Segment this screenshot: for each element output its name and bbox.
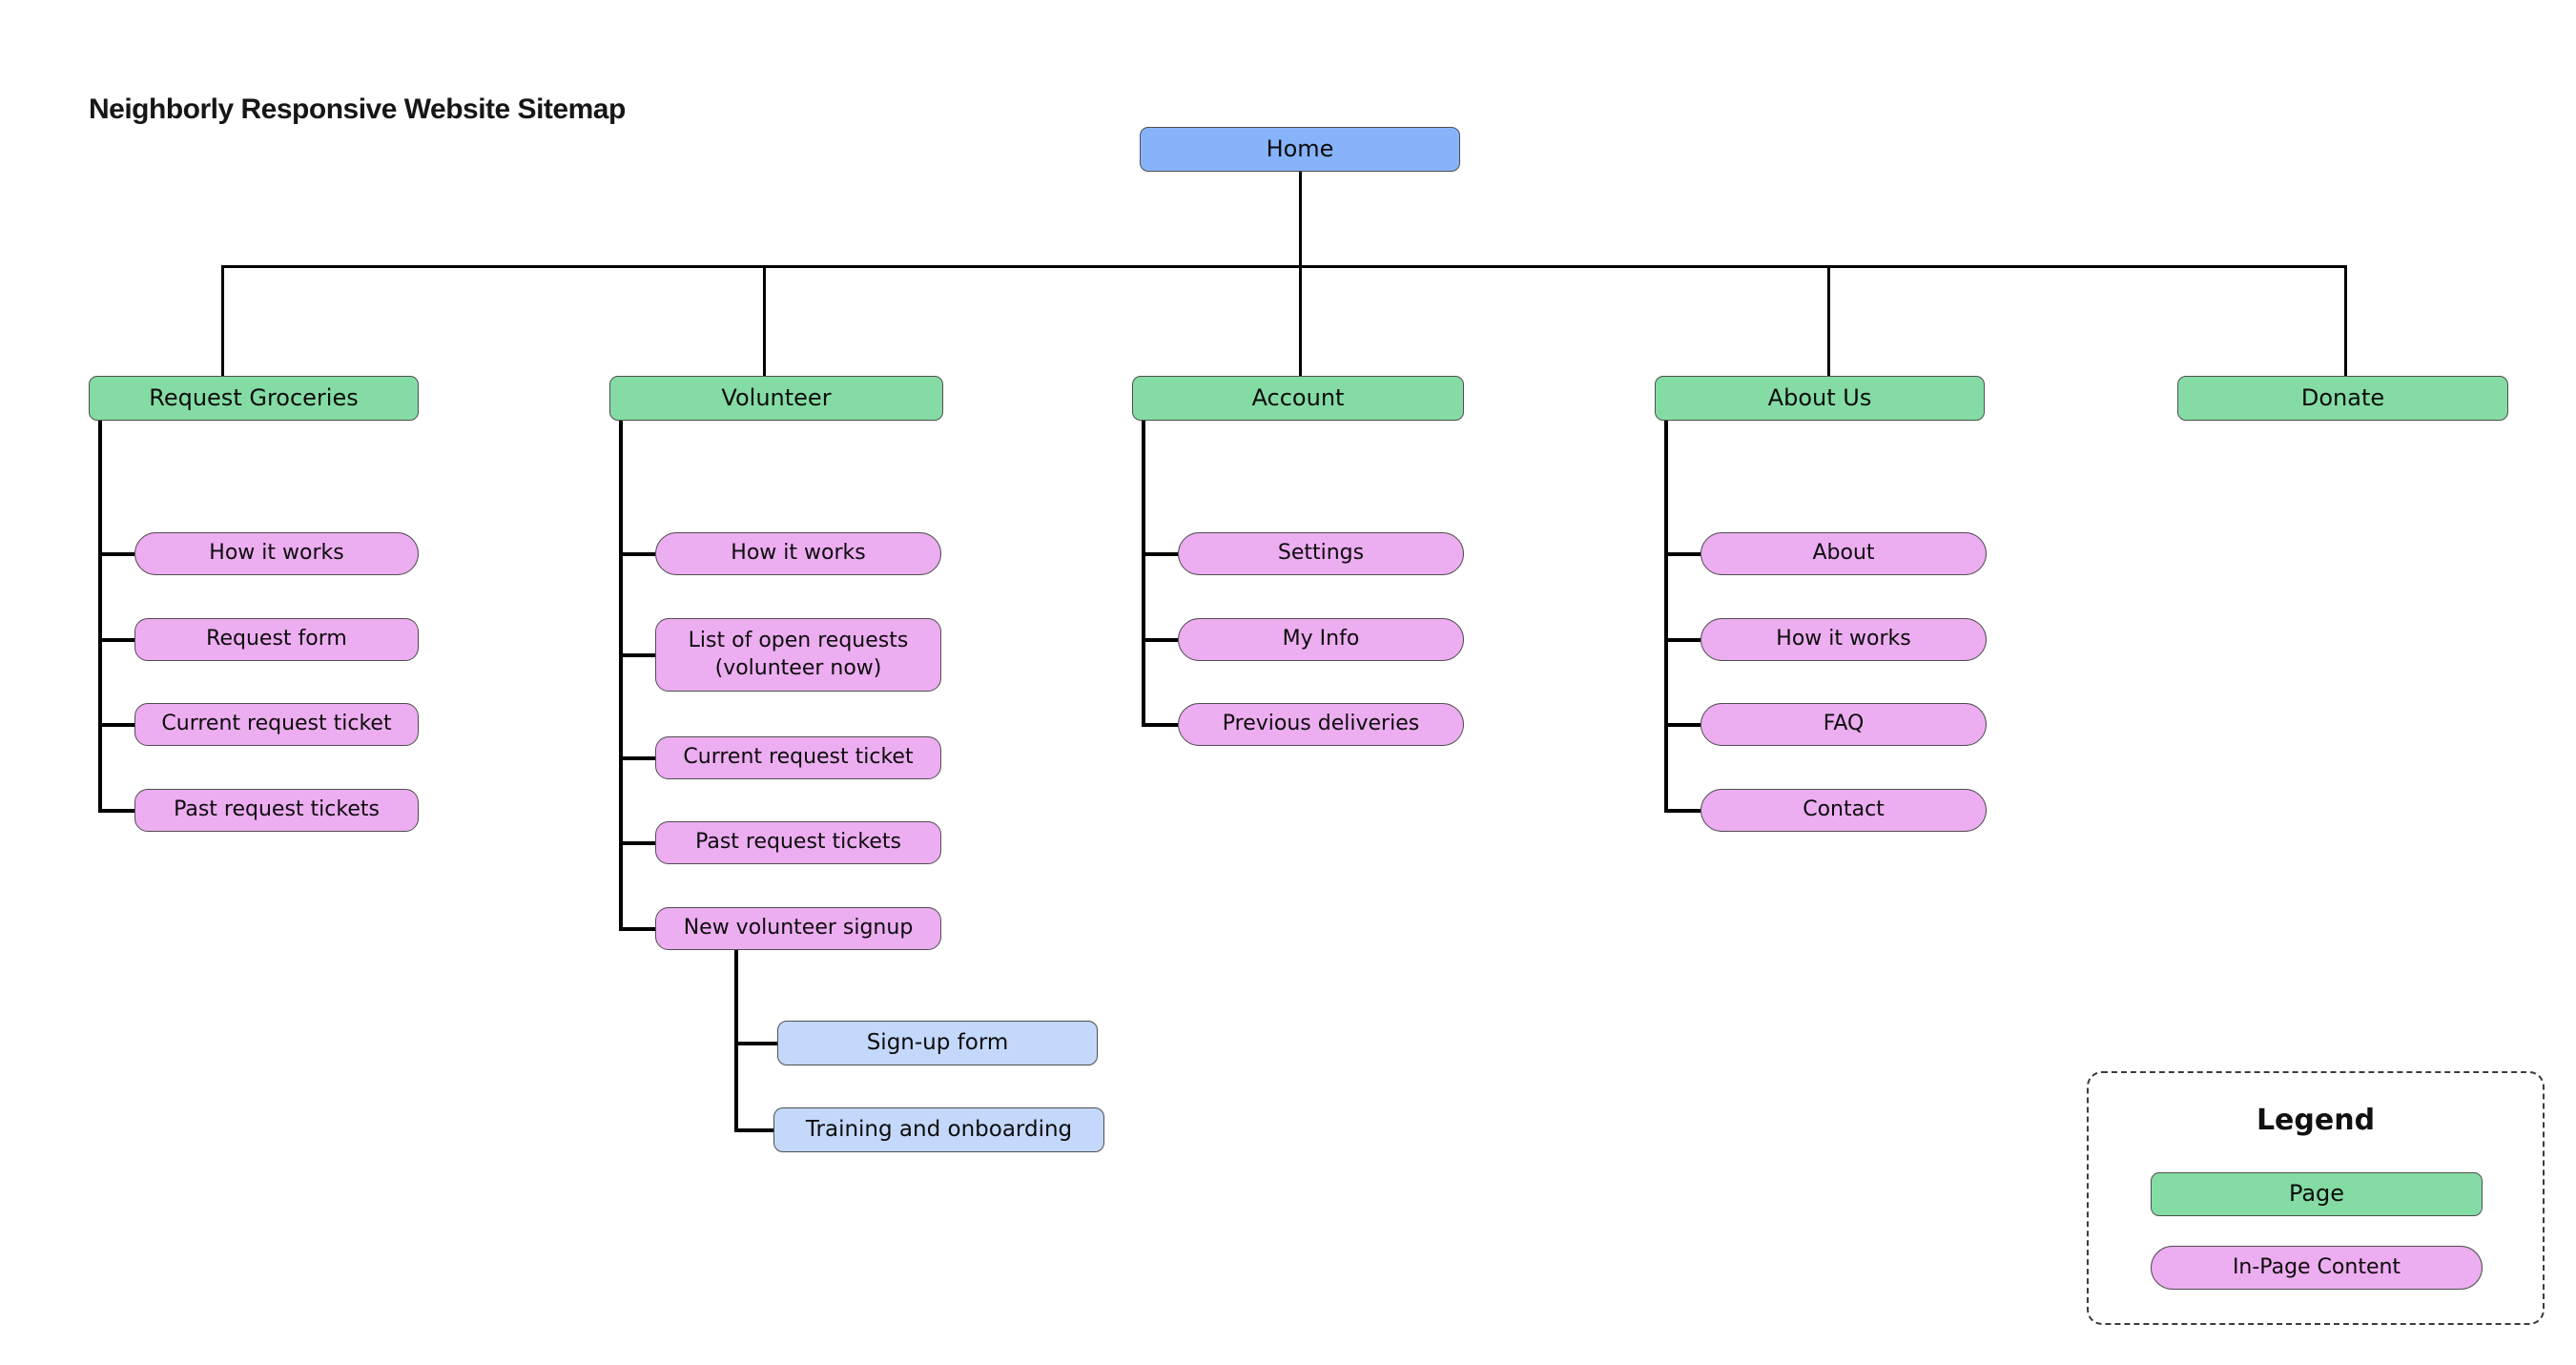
page-node-account[interactable]: Account xyxy=(1132,376,1464,421)
content-node-how-it-works[interactable]: How it works xyxy=(1700,618,1987,661)
content-node-list-of-open-requests-volunteer-now[interactable]: List of open requests (volunteer now) xyxy=(655,618,941,692)
connector-line xyxy=(1664,808,1700,813)
content-node-current-request-ticket-label: Current request ticket xyxy=(683,745,914,770)
content-node-my-info-label: My Info xyxy=(1282,627,1360,651)
connector-line xyxy=(2344,265,2347,376)
content-node-new-volunteer-signup[interactable]: New volunteer signup xyxy=(655,907,941,950)
content-node-previous-deliveries-label: Previous deliveries xyxy=(1222,712,1420,736)
connector-line xyxy=(619,755,655,760)
page-node-account-label: Account xyxy=(1251,383,1345,411)
connector-line xyxy=(98,722,134,727)
content-node-request-form-label: Request form xyxy=(206,627,347,651)
subpage-node-training-and-onboarding[interactable]: Training and onboarding xyxy=(773,1107,1104,1152)
root-node-home-label: Home xyxy=(1266,134,1334,162)
content-node-past-request-tickets-label: Past request tickets xyxy=(695,830,901,855)
content-node-how-it-works-label: How it works xyxy=(209,541,344,566)
connector-line xyxy=(98,551,134,556)
page-node-volunteer[interactable]: Volunteer xyxy=(609,376,943,421)
connector-line xyxy=(222,265,2345,268)
content-node-past-request-tickets-label: Past request tickets xyxy=(174,797,380,822)
content-node-list-of-open-requests-volunteer-now-label: List of open requests (volunteer now) xyxy=(688,628,909,680)
connector-line xyxy=(734,1041,777,1045)
content-node-current-request-ticket[interactable]: Current request ticket xyxy=(655,736,941,779)
root-node-home[interactable]: Home xyxy=(1140,127,1460,172)
connector-line xyxy=(619,652,655,657)
connector-line xyxy=(1299,172,1302,376)
legend-swatch-in-page-content: In-Page Content xyxy=(2151,1246,2483,1290)
page-node-about-us-label: About Us xyxy=(1767,383,1872,411)
connector-line xyxy=(98,808,134,813)
connector-line xyxy=(1664,722,1700,727)
page-node-donate[interactable]: Donate xyxy=(2177,376,2508,421)
content-node-how-it-works[interactable]: How it works xyxy=(655,532,941,575)
connector-line xyxy=(98,637,134,642)
page-title: Neighborly Responsive Website Sitemap xyxy=(89,93,626,125)
connector-line xyxy=(763,265,766,376)
legend-label-in-page-content: In-Page Content xyxy=(2232,1254,2401,1279)
subpage-node-sign-up-form[interactable]: Sign-up form xyxy=(777,1021,1098,1065)
page-node-volunteer-label: Volunteer xyxy=(721,383,832,411)
connector-line xyxy=(221,265,224,376)
content-node-settings[interactable]: Settings xyxy=(1178,532,1464,575)
content-node-past-request-tickets[interactable]: Past request tickets xyxy=(655,821,941,864)
content-node-contact[interactable]: Contact xyxy=(1700,789,1987,832)
content-node-new-volunteer-signup-label: New volunteer signup xyxy=(683,916,914,941)
content-node-settings-label: Settings xyxy=(1277,541,1365,566)
page-node-donate-label: Donate xyxy=(2300,383,2385,411)
connector-line xyxy=(1142,722,1178,727)
content-node-about-label: About xyxy=(1812,541,1875,566)
content-node-current-request-ticket[interactable]: Current request ticket xyxy=(134,703,419,746)
content-node-my-info[interactable]: My Info xyxy=(1178,618,1464,661)
connector-line xyxy=(619,840,655,845)
content-node-request-form[interactable]: Request form xyxy=(134,618,419,661)
content-node-how-it-works-label: How it works xyxy=(1776,627,1911,651)
content-node-faq[interactable]: FAQ xyxy=(1700,703,1987,746)
connector-line xyxy=(619,551,655,556)
connector-line xyxy=(619,926,655,931)
legend-title: Legend xyxy=(2256,1104,2376,1137)
content-node-how-it-works[interactable]: How it works xyxy=(134,532,419,575)
connector-line xyxy=(1664,421,1668,813)
subpage-node-training-and-onboarding-label: Training and onboarding xyxy=(805,1116,1073,1142)
content-node-how-it-works-label: How it works xyxy=(731,541,866,566)
page-node-about-us[interactable]: About Us xyxy=(1655,376,1985,421)
connector-line xyxy=(1142,551,1178,556)
legend: Legend Page In-Page Content xyxy=(2087,1071,2545,1325)
connector-line xyxy=(619,421,623,931)
legend-label-page: Page xyxy=(2288,1180,2345,1208)
connector-line xyxy=(1142,421,1145,727)
subpage-node-sign-up-form-label: Sign-up form xyxy=(866,1029,1009,1055)
content-node-faq-label: FAQ xyxy=(1823,712,1865,736)
connector-line xyxy=(1664,551,1700,556)
legend-swatch-page: Page xyxy=(2151,1172,2483,1216)
connector-line xyxy=(1142,637,1178,642)
connector-line xyxy=(1827,265,1830,376)
connector-line xyxy=(734,1127,773,1132)
connector-line xyxy=(1664,637,1700,642)
content-node-previous-deliveries[interactable]: Previous deliveries xyxy=(1178,703,1464,746)
content-node-current-request-ticket-label: Current request ticket xyxy=(161,712,392,736)
page-node-request-groceries-label: Request Groceries xyxy=(149,383,359,411)
content-node-about[interactable]: About xyxy=(1700,532,1987,575)
content-node-past-request-tickets[interactable]: Past request tickets xyxy=(134,789,419,832)
page-node-request-groceries[interactable]: Request Groceries xyxy=(89,376,419,421)
content-node-contact-label: Contact xyxy=(1803,797,1885,822)
connector-line xyxy=(734,950,738,1132)
connector-line xyxy=(98,421,102,813)
